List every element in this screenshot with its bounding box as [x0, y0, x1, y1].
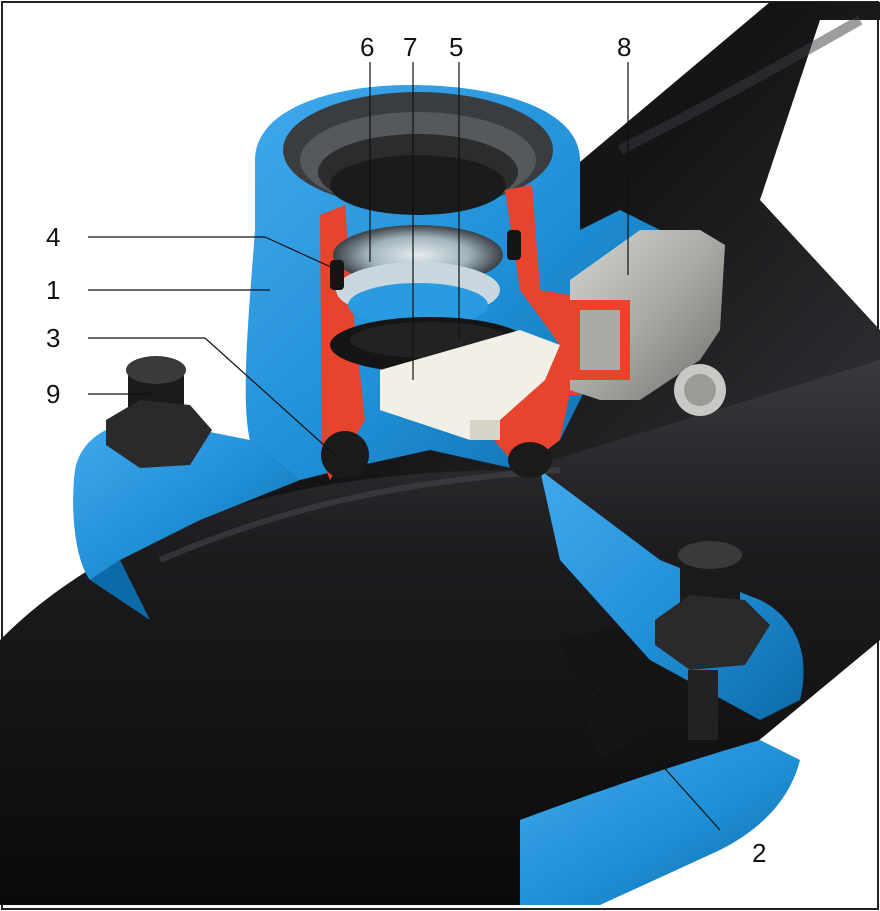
hex-bolt-right: [655, 541, 770, 740]
leader-lines: [88, 62, 721, 831]
hex-bolt-icon: [106, 356, 212, 468]
callout-8: 8: [617, 32, 631, 62]
callout-7: 7: [403, 32, 417, 62]
callout-1: 1: [46, 275, 60, 305]
callout-9: 9: [46, 379, 60, 409]
callout-6: 6: [360, 32, 374, 62]
callout-5: 5: [449, 32, 463, 62]
callout-2: 2: [752, 838, 766, 868]
callout-labels: 6 7 5 8 4 1 3 9 2: [46, 32, 766, 868]
tapping-saddle-icon: [245, 85, 660, 480]
callout-4: 4: [46, 222, 60, 252]
callout-3: 3: [46, 323, 60, 353]
metal-clamp: [570, 230, 726, 416]
